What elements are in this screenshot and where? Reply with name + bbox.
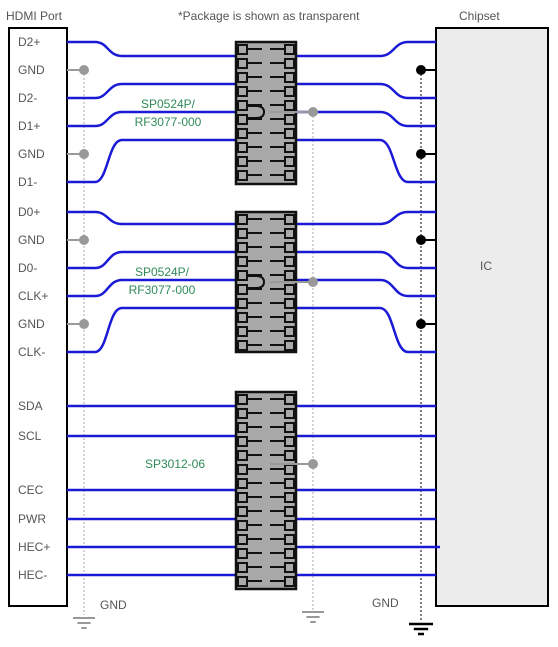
right-gnd-dot (416, 65, 426, 75)
hdmi-pin-labels: D2+ GND D2- D1+ GND D1- D0+ GND D0- CLK+ GND CLK- SD… (18, 35, 50, 582)
pin-label-gnd: GND (18, 147, 45, 161)
upper-part-label-line2: RF3077-000 (135, 115, 202, 129)
pin-label-pwr: PWR (18, 512, 46, 526)
right-gnd-label: GND (372, 596, 399, 610)
ground-symbols (73, 611, 433, 636)
right-gnd-dot (416, 149, 426, 159)
left-gnd-dot (79, 319, 89, 329)
left-gnd-dot (79, 149, 89, 159)
left-gnd-dot (79, 65, 89, 75)
right-gnd-dot (416, 235, 426, 245)
pin-label-gnd: GND (18, 233, 45, 247)
package-note: *Package is shown as transparent (178, 9, 360, 23)
hdmi-connector-box (8, 27, 68, 607)
left-ground-symbol (73, 617, 95, 629)
pin-label-gnd: GND (18, 317, 45, 331)
lower-part-label: SP3012-06 (145, 457, 205, 471)
pin-label-d0-minus: D0- (18, 261, 37, 275)
lower-package (234, 390, 318, 591)
pin-label-d2-minus: D2- (18, 91, 37, 105)
chipset-box (435, 27, 549, 607)
upper-package (234, 40, 318, 186)
right-gnd-dot (416, 319, 426, 329)
middle-part-label-line1: SP0524P/ (135, 265, 190, 279)
pin-label-hec-minus: HEC- (18, 568, 47, 582)
right-ground-symbol (409, 622, 433, 636)
middle-part-label-line2: RF3077-000 (129, 283, 196, 297)
package-gnd-dot (308, 107, 318, 117)
package-gnd-dot (308, 277, 318, 287)
pin-label-clk-plus: CLK+ (18, 289, 48, 303)
hdmi-port-title: HDMI Port (6, 9, 63, 23)
protection-packages (234, 40, 318, 591)
pin-label-cec: CEC (18, 483, 44, 497)
pin-label-clk-minus: CLK- (18, 345, 45, 359)
upper-part-label-line1: SP0524P/ (141, 97, 196, 111)
ic-label: IC (480, 259, 492, 273)
pin-label-sda: SDA (18, 399, 43, 413)
ground-taps (67, 65, 436, 329)
pin-label-d1-plus: D1+ (18, 119, 40, 133)
middle-ground-symbol (302, 611, 324, 623)
middle-package (234, 210, 318, 354)
package-gnd-dot (308, 459, 318, 469)
pin-label-d2-plus: D2+ (18, 35, 40, 49)
left-gnd-dot (79, 235, 89, 245)
pin-label-scl: SCL (18, 429, 42, 443)
chipset-title: Chipset (459, 9, 500, 23)
left-gnd-label: GND (100, 598, 127, 612)
pin-label-hec-plus: HEC+ (18, 540, 50, 554)
pin-label-d1-minus: D1- (18, 175, 37, 189)
pin-label-gnd: GND (18, 63, 45, 77)
pin-label-d0-plus: D0+ (18, 205, 40, 219)
